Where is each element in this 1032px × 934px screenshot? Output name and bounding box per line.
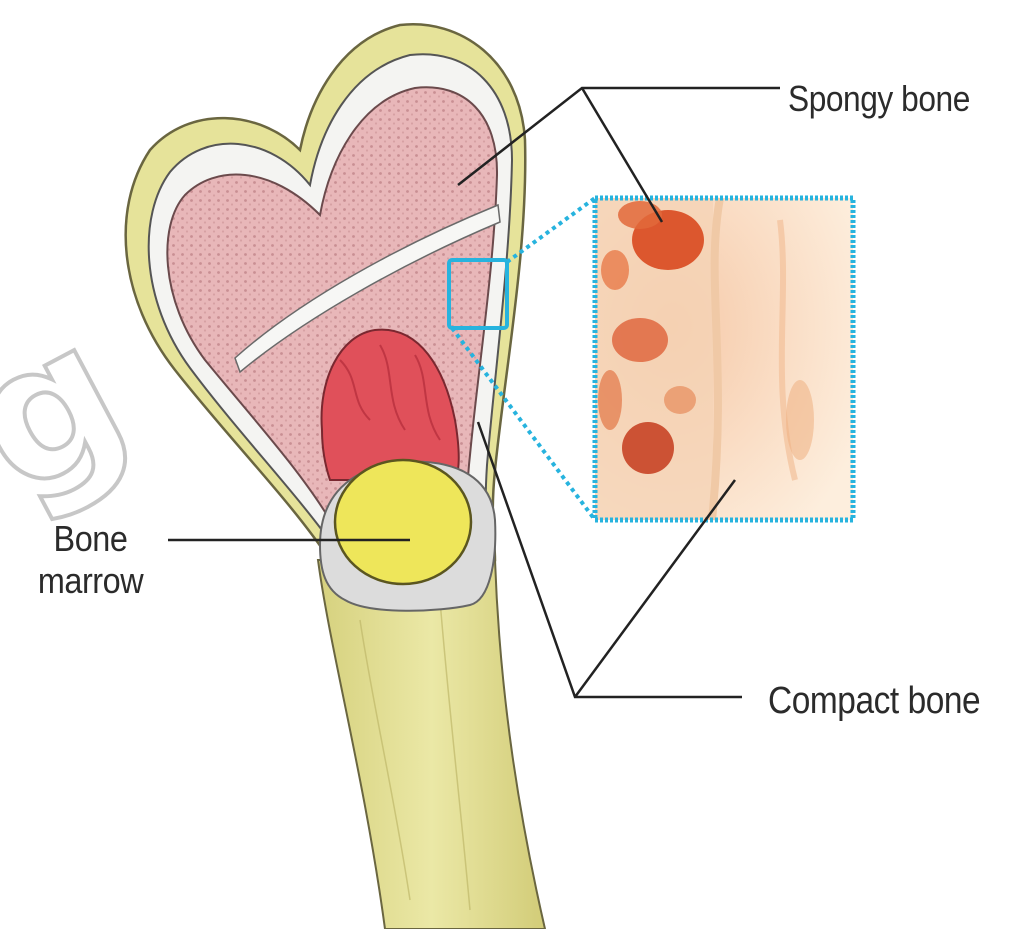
label-bone-marrow-line2: marrow (32, 560, 149, 602)
label-spongy-bone: Spongy bone (788, 78, 970, 120)
yellow-marrow (335, 460, 471, 584)
zoom-inset (595, 198, 853, 520)
label-compact-bone: Compact bone (768, 680, 980, 723)
label-bone-marrow: Bone marrow (32, 518, 149, 602)
bone-shaft (318, 560, 545, 929)
label-bone-marrow-line1: Bone (32, 518, 149, 560)
watermark: g (0, 279, 158, 538)
svg-text:g: g (0, 279, 158, 538)
